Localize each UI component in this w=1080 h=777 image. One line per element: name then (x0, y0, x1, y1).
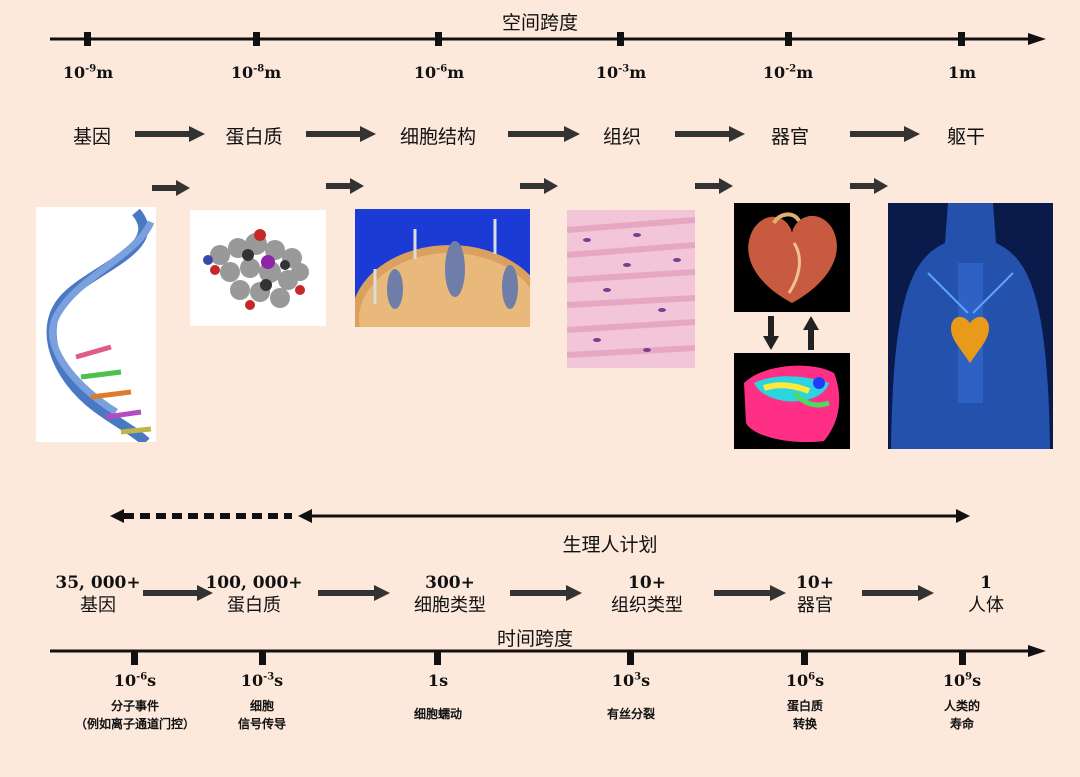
temporal-tick (959, 651, 966, 665)
arrow-right-icon (152, 180, 190, 196)
arrow-right-icon (850, 178, 888, 194)
spatial-tick-label: 10-6m (413, 63, 465, 82)
count-proteins: 100, 000+蛋白质 (205, 573, 303, 616)
event-cell-signaling: 细胞信号传导 (237, 699, 287, 731)
spatial-tick (253, 32, 260, 46)
count-cell-types: 300+细胞类型 (414, 573, 486, 616)
event-mitosis: 有丝分裂 (606, 707, 656, 721)
spatial-tick (617, 32, 624, 46)
temporal-tick-label: 106s (785, 671, 825, 690)
spatial-tick-label: 10-3m (595, 63, 647, 82)
heart-heatmap-image (734, 353, 850, 449)
spatial-tick (785, 32, 792, 46)
spatial-tick-label: 1m (947, 63, 977, 82)
event-human-lifespan: 人类的寿命 (943, 699, 981, 731)
spatial-tick-label: 10-9m (62, 63, 114, 82)
spatial-tick-label: 10-8m (230, 63, 282, 82)
arrow-right-icon (510, 585, 582, 601)
arrow-down-icon (763, 316, 779, 350)
count-genes: 35, 000+基因 (55, 573, 141, 616)
event-molecular: 分子事件（例如离子通道门控） (74, 699, 196, 731)
count-tissue-types: 10+组织类型 (611, 573, 683, 616)
event-protein-turnover: 蛋白质转换 (786, 699, 824, 731)
arrow-right-icon (714, 585, 786, 601)
temporal-tick (801, 651, 808, 665)
tissue-image (567, 210, 695, 368)
dna-helix-image (36, 207, 156, 442)
level-gene: 基因 (72, 126, 112, 148)
count-organs: 10+器官 (796, 573, 834, 616)
temporal-tick (627, 651, 634, 665)
arrow-right-icon (675, 126, 745, 142)
temporal-tick (434, 651, 441, 665)
arrow-up-icon (803, 316, 819, 350)
heart-image (734, 203, 850, 312)
arrow-right-icon (508, 126, 580, 142)
spatial-axis-title: 空间跨度 (501, 12, 579, 34)
spatial-tick-label: 10-2m (762, 63, 814, 82)
temporal-tick-label: 103s (611, 671, 651, 690)
arrow-right-icon (135, 126, 205, 142)
arrow-right-icon (850, 126, 920, 142)
temporal-tick-label: 1s (427, 671, 449, 690)
temporal-tick-label: 109s (942, 671, 982, 690)
arrow-right-icon (862, 585, 934, 601)
arrow-right-icon (306, 126, 376, 142)
physiome-label: 生理人计划 (562, 534, 658, 556)
arrow-right-icon (695, 178, 733, 194)
level-organ: 器官 (770, 126, 810, 148)
arrow-right-icon (318, 585, 390, 601)
level-trunk: 躯干 (946, 126, 986, 148)
level-cell-structure: 细胞结构 (399, 126, 477, 148)
level-protein: 蛋白质 (225, 126, 283, 148)
human-body-image (888, 203, 1053, 449)
level-tissue: 组织 (602, 126, 642, 148)
cell-membrane-image (355, 209, 530, 327)
spatial-tick (958, 32, 965, 46)
temporal-tick (131, 651, 138, 665)
physiome-span-arrow (110, 509, 970, 523)
spatial-tick (84, 32, 91, 46)
arrow-right-icon (326, 178, 364, 194)
spatial-axis (50, 32, 1046, 46)
event-cell-motility: 细胞蠕动 (413, 707, 463, 721)
temporal-tick-label: 10-6s (113, 671, 157, 690)
arrow-right-icon (143, 585, 213, 601)
spatial-tick (435, 32, 442, 46)
temporal-axis (50, 645, 1046, 665)
temporal-tick-label: 10-3s (240, 671, 284, 690)
temporal-axis-title: 时间跨度 (496, 628, 574, 650)
arrow-right-icon (520, 178, 558, 194)
protein-molecule-image (190, 210, 326, 326)
temporal-tick (259, 651, 266, 665)
